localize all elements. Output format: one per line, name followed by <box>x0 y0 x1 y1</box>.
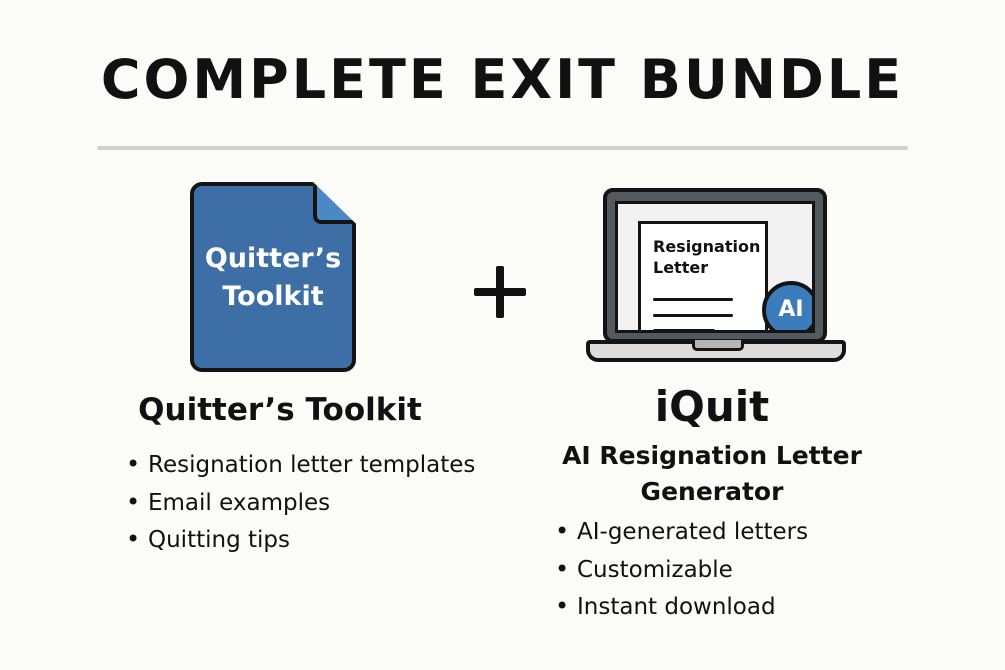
letter-text-line <box>653 298 733 301</box>
toolkit-heading: Quitter’s Toolkit <box>138 392 422 428</box>
list-item: Quitting tips <box>126 521 475 559</box>
document-label-line1: Quitter’s <box>204 243 342 274</box>
list-item: Resignation letter templates <box>126 446 475 484</box>
list-item: Customizable <box>555 551 808 589</box>
iquit-subtitle: AI Resignation Letter Generator <box>540 438 884 510</box>
laptop-display: Resignation Letter AI <box>615 201 815 333</box>
iquit-subtitle-line2: Generator <box>640 477 784 506</box>
laptop-notch <box>692 340 744 351</box>
document-icon: Quitter’s Toolkit <box>190 182 356 372</box>
letter-title: Resignation Letter <box>653 236 760 278</box>
letter-title-line2: Letter <box>653 258 709 277</box>
letter-text-line <box>653 314 733 317</box>
letter-icon: Resignation Letter <box>638 221 768 330</box>
toolkit-feature-list: Resignation letter templates Email examp… <box>126 446 475 559</box>
list-item: Instant download <box>555 588 808 626</box>
laptop-base <box>586 340 846 362</box>
divider <box>97 146 908 150</box>
document-fold-corner <box>313 182 356 224</box>
iquit-title: iQuit <box>654 382 770 431</box>
list-item: Email examples <box>126 484 475 522</box>
iquit-subtitle-line1: AI Resignation Letter <box>562 441 862 470</box>
document-label: Quitter’s Toolkit <box>190 240 356 316</box>
letter-title-line1: Resignation <box>653 237 761 256</box>
iquit-feature-list: AI-generated letters Customizable Instan… <box>555 513 808 626</box>
document-label-line2: Toolkit <box>222 281 324 312</box>
ai-badge-icon: AI <box>762 281 812 330</box>
list-item: AI-generated letters <box>555 513 808 551</box>
letter-text-line <box>653 329 715 330</box>
page-title: COMPLETE EXIT BUNDLE <box>100 48 905 111</box>
plus-vertical <box>496 266 504 318</box>
laptop-icon: Resignation Letter AI <box>603 188 827 343</box>
plus-icon <box>474 266 526 318</box>
